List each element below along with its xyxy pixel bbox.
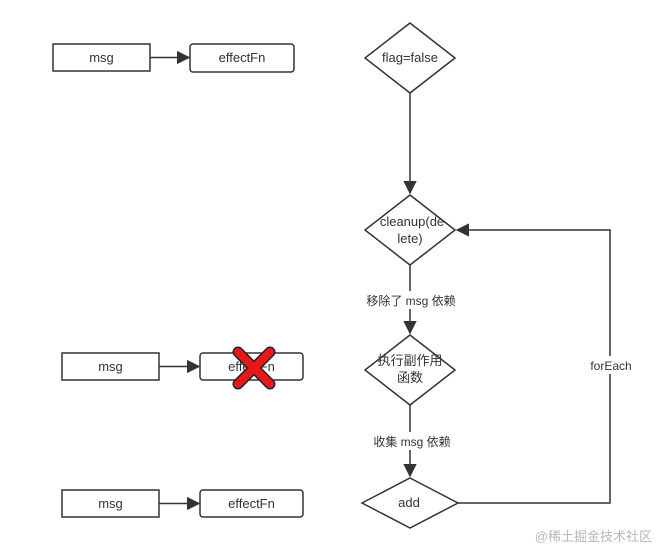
row-2: msg effectFn — [61, 346, 304, 390]
watermark: @稀土掘金技术社区 — [535, 529, 652, 544]
cleanup-diamond — [363, 194, 457, 266]
row-1-msg-label: msg — [89, 50, 114, 65]
loop-label: forEach — [590, 359, 631, 373]
start-label: flag=false — [382, 50, 438, 65]
edge-label-bg-2 — [362, 432, 462, 450]
row-3-effectfn-label: effectFn — [228, 496, 275, 511]
add-diamond — [360, 477, 460, 529]
row-1-effectfn-box — [189, 43, 295, 73]
run-effect-label-line2: 函数 — [397, 370, 423, 385]
cleanup-label-line1: cleanup(de — [380, 214, 444, 229]
add-label: add — [398, 495, 420, 510]
row-1: msg effectFn — [52, 43, 295, 73]
edge-label-collect-dep: 收集 msg 依赖 — [373, 434, 450, 449]
run-effect-label-line1: 执行副作用 — [377, 353, 442, 368]
row-3-msg-label: msg — [98, 496, 123, 511]
row-3-effectfn-box — [199, 489, 304, 518]
flowchart: flag=false cleanup(de lete) 移除了 msg 依赖 执… — [357, 22, 637, 529]
loop-label-bg — [585, 356, 637, 374]
row-1-msg-box — [52, 43, 151, 72]
row-2-msg-box — [61, 352, 160, 381]
cross-out-icon — [232, 346, 276, 390]
edge-label-bg-1 — [357, 291, 465, 309]
edge-label-remove-dep: 移除了 msg 依赖 — [366, 293, 455, 308]
row-3: msg effectFn — [61, 489, 304, 518]
cleanup-label-line2: lete) — [397, 231, 422, 246]
row-1-effectfn-label: effectFn — [219, 50, 266, 65]
row-2-msg-label: msg — [98, 359, 123, 374]
row-3-msg-box — [61, 489, 160, 518]
